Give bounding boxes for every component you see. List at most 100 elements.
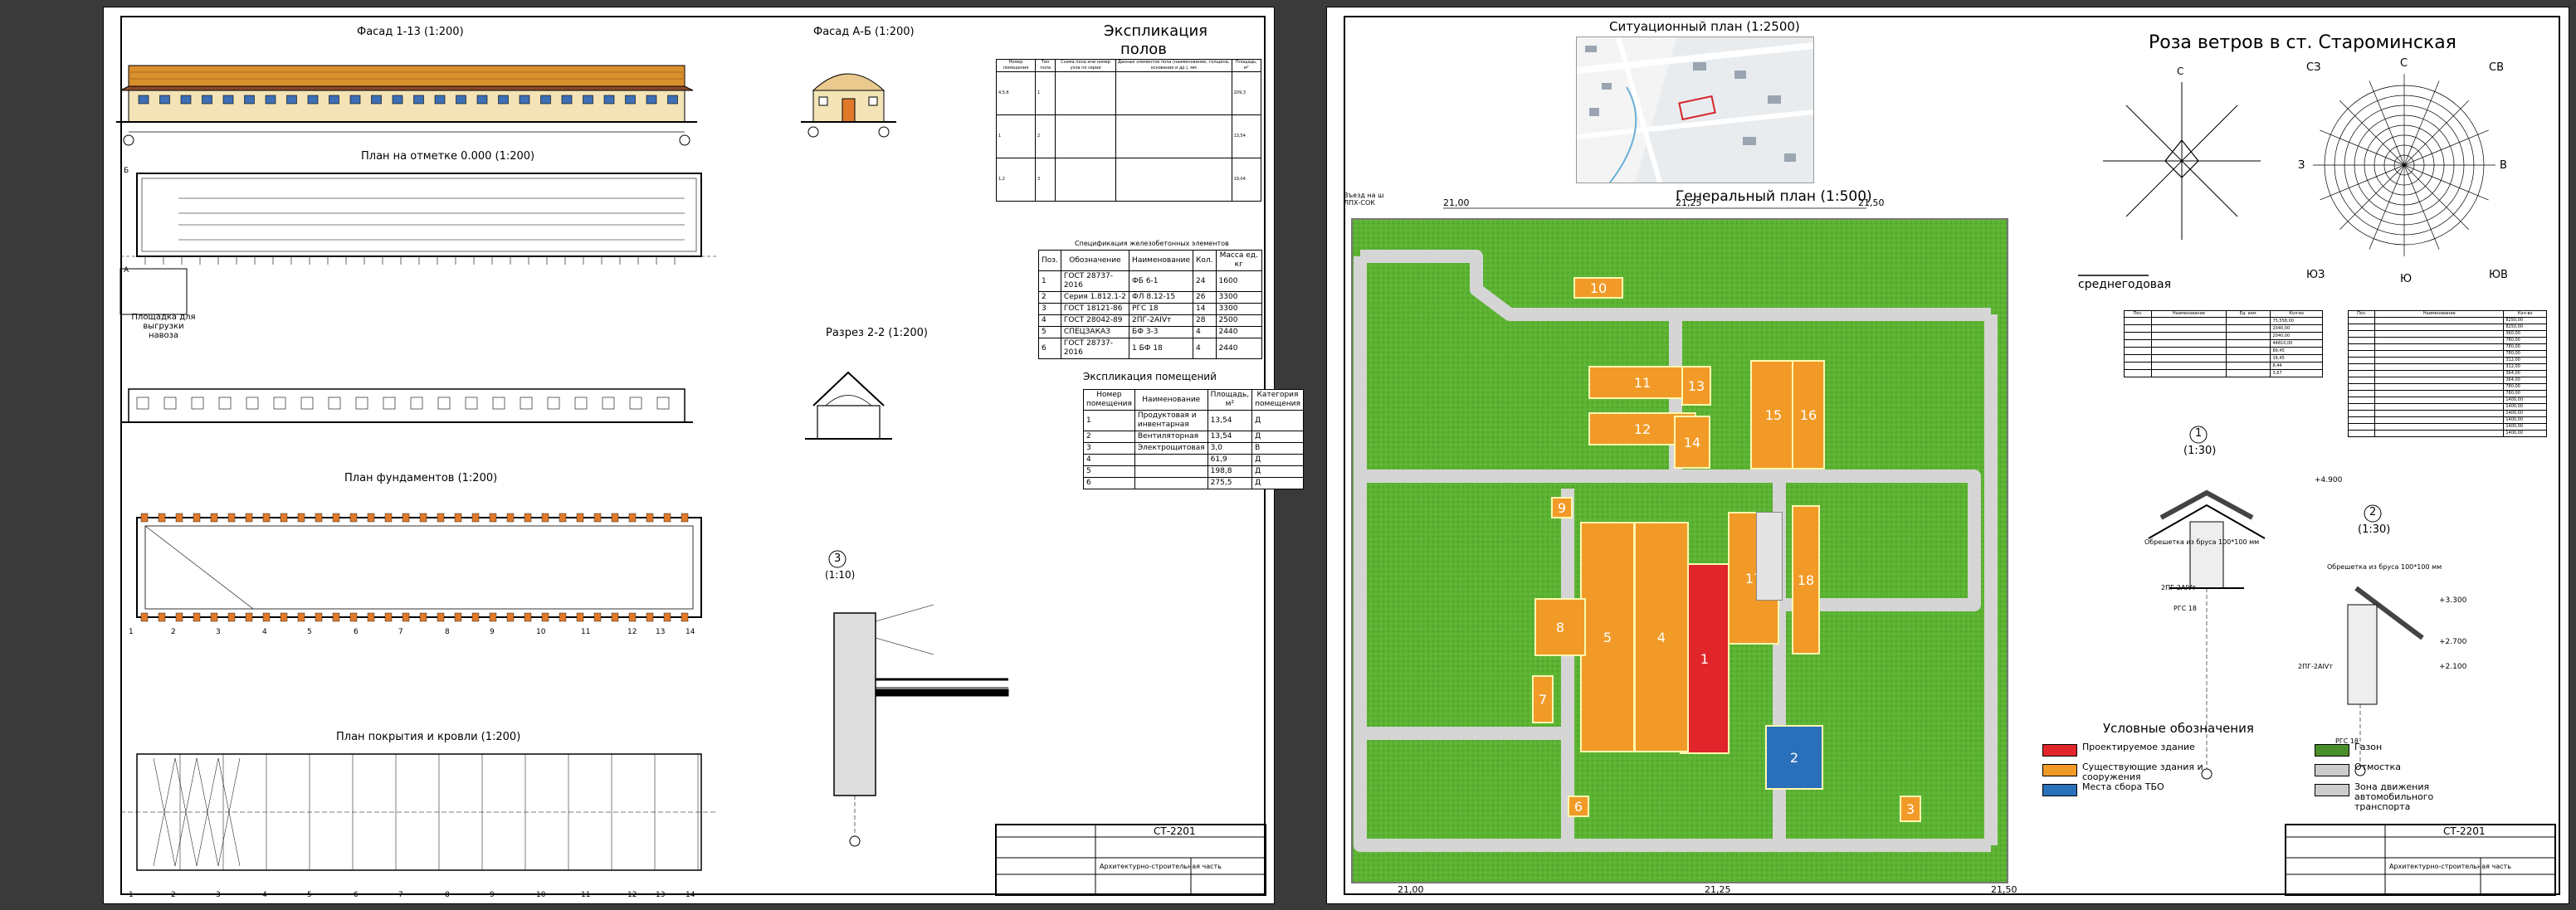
building-number: 14 — [1683, 434, 1701, 450]
axis-label: 9 — [490, 628, 495, 636]
node-3-number: 3 — [834, 552, 842, 565]
table-cell: 6 — [1038, 338, 1061, 359]
table-cell — [2347, 363, 2376, 371]
table-cell: ФЛ 8.12-15 — [1129, 291, 1193, 304]
floor-scheme — [1055, 158, 1116, 202]
table-cell: 8,44 — [2270, 362, 2323, 370]
node-2-label: 2ПГ-2АIVт — [2298, 663, 2333, 670]
building-16: 16 — [1792, 360, 1825, 470]
table-cell: 3 — [1034, 158, 1056, 202]
table-row: 2040,00 — [2124, 332, 2323, 340]
table-cell — [2225, 347, 2271, 355]
stamp-part: Архитектурно-строительная часть — [1100, 863, 1222, 870]
table-cell: Д — [1251, 410, 1304, 431]
table-cell: 209,3 — [1231, 71, 1262, 115]
table-cell: 364,00 — [2503, 370, 2547, 377]
table-cell: Категория помещения — [1251, 389, 1304, 411]
table-cell: 1400,00 — [2503, 416, 2547, 424]
building-18: 18 — [1792, 505, 1820, 655]
building-15: 15 — [1750, 360, 1797, 470]
building-number: 12 — [1633, 421, 1651, 437]
elevation-mark: +3.300 — [2439, 596, 2467, 605]
building-number: 13 — [1687, 377, 1705, 394]
table-row: 89,45 — [2124, 347, 2323, 355]
axis-label: 3 — [216, 628, 221, 636]
table-cell: Д — [1251, 465, 1304, 478]
building-number: 7 — [1538, 691, 1548, 708]
platform-note: Площадка для выгрузки навоза — [131, 313, 196, 340]
table-cell: 14 — [1193, 303, 1217, 315]
direction-label: СВ — [2489, 61, 2504, 74]
axis-label: 7 — [398, 628, 403, 636]
elevation-mark: +4.900 — [2315, 476, 2343, 484]
building-10: 10 — [1573, 277, 1623, 299]
table-cell — [2225, 324, 2271, 333]
table-cell — [2124, 369, 2152, 377]
table-cell — [1134, 465, 1208, 478]
floor-expl-title-1: Экспликация — [1104, 22, 1208, 40]
building-number: 15 — [1764, 406, 1783, 423]
table-cell — [2225, 317, 2271, 325]
stamp-code: СТ-2201 — [2443, 825, 2486, 837]
table-row: 312,00 — [2347, 363, 2547, 371]
table-row: 364,00 — [2347, 370, 2547, 377]
left-drawing-sheet: Фасад 1-13 (1:200) Фасад А-Б (1:200) Пла… — [103, 7, 1304, 904]
situation-map — [1576, 36, 1814, 183]
table-cell: БФ 3-3 — [1129, 326, 1193, 338]
node-2-scale: (1:30) — [2358, 523, 2391, 536]
table-cell — [2225, 369, 2271, 377]
node-1-label: РГС 18 — [2174, 605, 2198, 612]
building-number: 11 — [1633, 374, 1651, 391]
left-sheet-drawing — [116, 65, 1266, 896]
table-cell: 44810,00 — [2270, 339, 2323, 348]
building-number: 4 — [1656, 629, 1666, 645]
table-cell — [2374, 410, 2505, 417]
table-cell: 1 — [1083, 410, 1135, 431]
axis-label: 2 — [171, 628, 176, 636]
table-cell: 8250,00 — [2503, 324, 2547, 331]
table-cell — [2150, 362, 2227, 370]
facade-a-b-title: Фасад А-Б (1:200) — [813, 26, 915, 38]
floor-layers — [1115, 114, 1232, 158]
legend-label: Проектируемое здание — [2082, 742, 2195, 752]
table-cell: 75,558,00 — [2270, 317, 2323, 325]
table-cell — [2124, 347, 2152, 355]
table-cell: ГОСТ 28737-2016 — [1060, 338, 1130, 359]
legend-label: Места сбора ТБО — [2082, 781, 2164, 792]
table-cell: ФБ 6-1 — [1129, 270, 1193, 292]
table-cell — [2374, 416, 2505, 424]
table-cell: Обозначение — [1060, 250, 1130, 271]
elevation-label: 21,25 — [1705, 884, 1731, 895]
table-row: 780,00 — [2347, 343, 2547, 351]
table-cell — [2374, 430, 2505, 437]
axis-label: 5 — [307, 628, 312, 636]
table-cell: 2500 — [1215, 314, 1263, 327]
table-cell: 1600 — [1215, 270, 1263, 292]
building-5: 5 — [1580, 522, 1635, 752]
table-cell: 1 — [1034, 71, 1056, 115]
table-row: 1400,00 — [2347, 430, 2547, 437]
table-cell: 1400,00 — [2503, 430, 2547, 437]
axis-label: 6 — [354, 628, 359, 636]
table-cell — [2347, 357, 2376, 364]
table-cell: Кол-во — [2270, 310, 2323, 318]
axis-label: 6 — [354, 891, 359, 899]
table-row: 8250,00 — [2347, 324, 2547, 331]
legend-title: Условные обозначения — [2103, 721, 2254, 736]
facade-a-b-drawing — [801, 73, 896, 138]
table-cell: Д — [1251, 431, 1304, 443]
table-cell: 364,00 — [2503, 377, 2547, 384]
table-cell: 4 — [1083, 454, 1135, 466]
table-cell: 3 — [1038, 303, 1061, 315]
elevation-label: 21,50 — [1991, 884, 2017, 895]
table-row: 1400,00 — [2347, 403, 2547, 411]
entrance-note: Въезд на ш ЛПХ-СОК — [1344, 192, 1384, 207]
long-section-drawing — [120, 388, 693, 423]
node-2-label: РГС 18 — [2335, 737, 2359, 745]
table-cell: 2 — [1083, 431, 1135, 443]
table-cell — [2374, 403, 2505, 411]
axis-label: 1 — [129, 628, 134, 636]
building-number: 1 — [1700, 650, 1710, 667]
elevation-label: 21,25 — [1676, 197, 1702, 208]
